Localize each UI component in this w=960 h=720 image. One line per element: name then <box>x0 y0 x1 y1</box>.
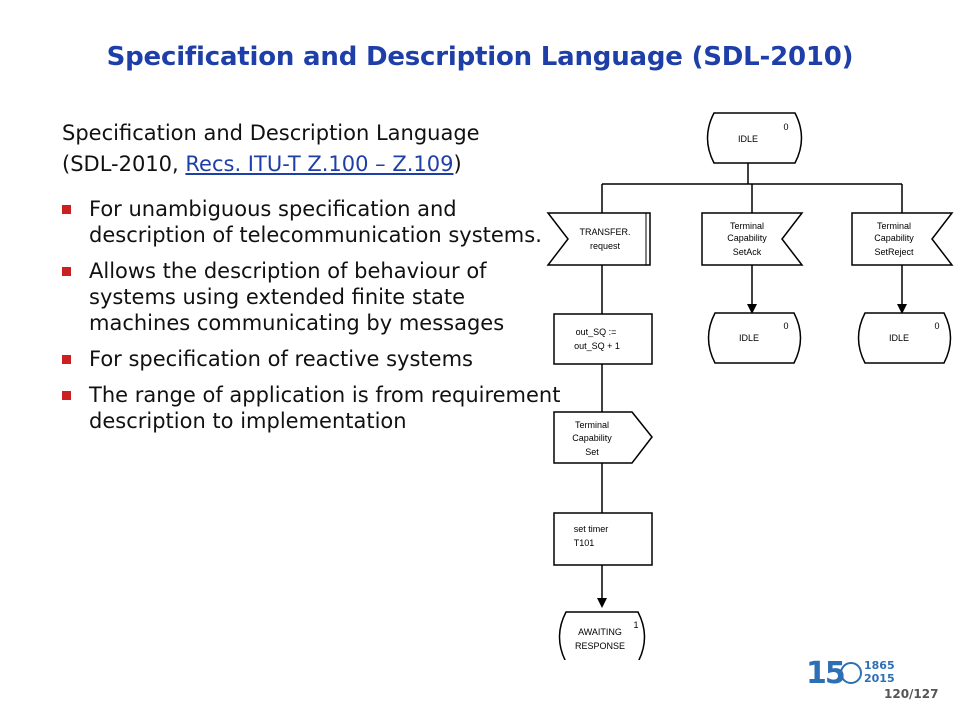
input-line: Terminal <box>730 221 764 231</box>
bullet-item: For specification of reactive systems <box>62 346 572 372</box>
bullet-item: The range of application is from require… <box>62 382 572 434</box>
output-line: Terminal <box>575 420 609 430</box>
input-line: request <box>590 241 621 251</box>
state-label-line: RESPONSE <box>575 641 625 651</box>
end-state-idle: IDLE 0 <box>707 312 802 364</box>
task-increment-out-sq: out_SQ := out_SQ + 1 <box>553 313 653 365</box>
logo-year-end: 2015 <box>864 672 895 685</box>
itu-150-anniversary-logo: 15 1865 2015 <box>806 656 895 696</box>
state-label: IDLE <box>738 134 758 144</box>
logo-year-start: 1865 <box>864 659 895 672</box>
input-line: Terminal <box>877 221 911 231</box>
input-line: SetReject <box>874 247 914 257</box>
state-number: 0 <box>783 321 788 331</box>
state-label: IDLE <box>739 333 759 343</box>
state-awaiting-response: AWAITING RESPONSE 1 <box>558 611 646 660</box>
start-state-idle: IDLE 0 <box>706 112 803 164</box>
bullet-item: For unambiguous specification and descri… <box>62 196 572 248</box>
recommendations-link[interactable]: Recs. ITU-T Z.100 – Z.109 <box>185 152 454 176</box>
task-line: out_SQ + 1 <box>574 341 620 351</box>
bullet-text: For unambiguous specification and descri… <box>89 197 542 247</box>
square-bullet-icon <box>62 205 71 214</box>
slide-title: Specification and Description Language (… <box>106 42 854 72</box>
bullet-text: For specification of reactive systems <box>89 347 473 371</box>
output-terminal-capability-set: Terminal Capability Set <box>553 411 653 464</box>
square-bullet-icon <box>62 267 71 276</box>
intro-line-2-prefix: (SDL-2010, <box>62 152 186 176</box>
state-label-line: AWAITING <box>578 627 622 637</box>
input-terminal-capability-setack: Terminal Capability SetAck <box>701 212 804 266</box>
state-number: 1 <box>633 620 638 630</box>
bullet-text: The range of application is from require… <box>89 383 561 433</box>
intro-line-2-suffix: ) <box>453 152 462 176</box>
input-line: Capability <box>874 233 914 243</box>
intro-paragraph: Specification and Description Language (… <box>62 118 582 180</box>
output-line: Set <box>585 447 599 457</box>
task-line: set timer <box>574 524 609 534</box>
input-line: TRANSFER. <box>579 227 630 237</box>
input-line: SetAck <box>733 247 762 257</box>
branch-connectors <box>601 163 903 213</box>
output-line: Capability <box>572 433 612 443</box>
flow-arrows-right <box>747 265 907 314</box>
intro-line-1: Specification and Description Language <box>62 121 480 145</box>
bullet-item: Allows the description of behaviour of s… <box>62 258 572 336</box>
state-number: 0 <box>783 122 788 132</box>
square-bullet-icon <box>62 391 71 400</box>
input-line: Capability <box>727 233 767 243</box>
sdl-state-diagram: IDLE 0 TRANSFER. request Terminal Capabi… <box>546 112 954 660</box>
input-terminal-capability-setreject: Terminal Capability SetReject <box>851 212 954 266</box>
state-number: 0 <box>934 321 939 331</box>
task-line: out_SQ := <box>576 327 617 337</box>
bullet-list: For unambiguous specification and descri… <box>62 196 572 444</box>
state-label: IDLE <box>889 333 909 343</box>
task-line: T101 <box>574 538 595 548</box>
bullet-text: Allows the description of behaviour of s… <box>89 259 505 335</box>
task-set-timer: set timer T101 <box>553 512 653 566</box>
logo-number: 15 <box>806 656 846 691</box>
square-bullet-icon <box>62 355 71 364</box>
input-transfer-request: TRANSFER. request <box>546 212 651 266</box>
globe-icon <box>840 662 862 684</box>
page-number: 120/127 <box>884 687 939 701</box>
logo-years: 1865 2015 <box>864 659 895 685</box>
end-state-idle: IDLE 0 <box>857 312 952 364</box>
